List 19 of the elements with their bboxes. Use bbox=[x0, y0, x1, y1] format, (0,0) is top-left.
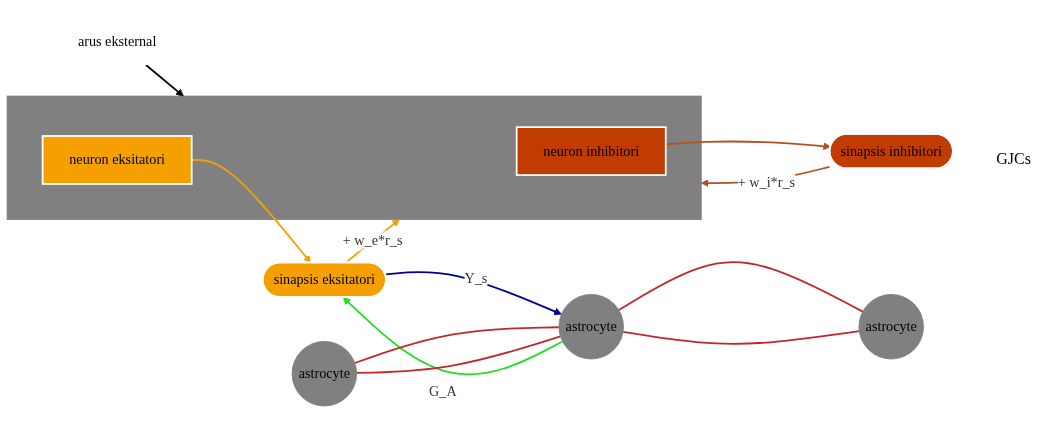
node-box: neuron eksitatori bbox=[41, 135, 193, 185]
edge-label: + w_e*r_s bbox=[342, 232, 403, 248]
arrow bbox=[342, 297, 564, 376]
connector bbox=[353, 326, 560, 364]
connector bbox=[622, 330, 861, 345]
note-label: GJCs bbox=[996, 150, 1031, 168]
edge-label: + w_i*r_s bbox=[737, 174, 796, 190]
node-circle: astrocyte bbox=[291, 340, 358, 407]
arrow bbox=[384, 271, 562, 315]
arrow bbox=[145, 64, 184, 97]
edge-label: G_A bbox=[429, 383, 457, 399]
connector bbox=[355, 335, 562, 374]
edge-label: Y_s bbox=[464, 270, 488, 286]
node-circle: astrocyte bbox=[558, 293, 624, 360]
node-box: neuron inhibitori bbox=[515, 126, 667, 176]
node-circle: astrocyte bbox=[858, 293, 924, 360]
connector bbox=[617, 261, 864, 313]
node-text: arus eksternal bbox=[77, 33, 157, 49]
cluster bbox=[6, 95, 702, 220]
